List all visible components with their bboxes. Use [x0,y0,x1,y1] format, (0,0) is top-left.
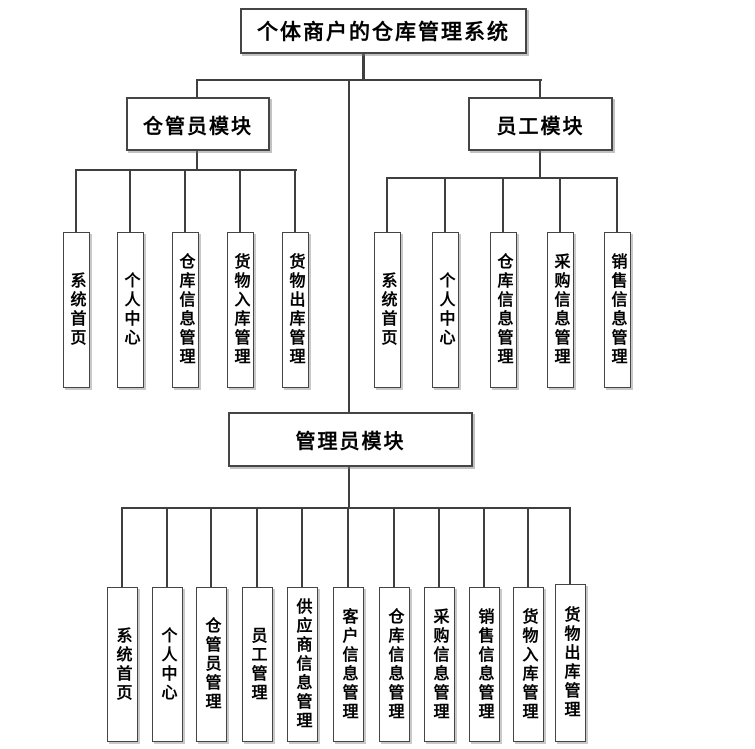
leaf-node-label: 仓库信息管理 [385,607,405,722]
leaf-node-label: 仓库信息管理 [494,253,514,367]
connector-line [616,177,618,232]
leaf-node: 货物出库管理 [282,232,309,388]
leaf-node: 货物入库管理 [513,587,544,742]
connector-line [348,467,350,507]
leaf-node: 供应商信息管理 [287,587,318,742]
leaf-node: 仓库信息管理 [172,232,199,388]
connector-line [348,79,350,412]
connector-line [483,507,485,587]
connector-line [239,169,241,232]
connector-line [527,507,529,587]
root-node: 个体商户的仓库管理系统 [240,8,527,54]
leaf-node: 客户信息管理 [333,587,364,742]
connector-line [362,54,365,79]
connector-line [196,79,198,97]
connector-line [539,151,541,177]
leaf-node: 货物入库管理 [227,232,254,388]
leaf-node: 采购信息管理 [424,587,455,742]
leaf-node-label: 系统首页 [113,626,133,703]
leaf-node: 系统首页 [63,232,90,388]
leaf-node-label: 供应商信息管理 [293,598,313,731]
leaf-node-label: 系统首页 [67,272,87,348]
module-node-label: 仓管员模块 [143,113,253,138]
leaf-node-label: 个人中心 [158,626,178,703]
leaf-node: 仓库信息管理 [490,232,517,388]
connector-line [438,507,440,587]
leaf-node: 销售信息管理 [604,232,631,388]
module-node-employee: 员工模块 [468,97,613,151]
leaf-node: 销售信息管理 [469,587,500,742]
leaf-node-label: 员工管理 [248,626,268,703]
leaf-node-label: 货物入库管理 [231,253,251,367]
root-node-label: 个体商户的仓库管理系统 [257,20,510,44]
leaf-node: 货物出库管理 [555,584,586,742]
connector-line [393,507,395,587]
connector-line [301,507,303,587]
leaf-node-label: 货物出库管理 [561,606,581,720]
connector-line [294,169,296,232]
module-node-label: 员工模块 [496,113,585,138]
connector-line [256,507,258,587]
connector-line [196,79,542,81]
module-node-warehouse-keeper: 仓管员模块 [126,97,270,151]
connector-line [121,507,571,509]
connector-line [444,177,446,232]
connector-line [75,169,77,232]
leaf-node: 个人中心 [117,232,144,388]
connector-line [121,507,123,587]
leaf-node-label: 货物入库管理 [519,607,539,722]
leaf-node: 采购信息管理 [547,232,574,388]
leaf-node: 员工管理 [242,587,273,742]
connector-line [569,507,571,587]
leaf-node-label: 货物出库管理 [286,253,306,367]
connector-line [129,169,131,232]
leaf-node-label: 仓库信息管理 [176,253,196,367]
connector-line [210,507,212,587]
connector-line [539,79,541,97]
leaf-node: 系统首页 [107,587,138,742]
leaf-node-label: 销售信息管理 [608,253,628,367]
leaf-node: 个人中心 [152,587,183,742]
leaf-node-label: 采购信息管理 [430,607,450,722]
connector-line [502,177,504,232]
leaf-node: 个人中心 [432,232,459,388]
leaf-node: 系统首页 [374,232,401,388]
leaf-node: 仓管员管理 [196,587,227,742]
leaf-node-label: 系统首页 [378,272,398,348]
leaf-node-label: 个人中心 [121,272,141,348]
connector-line [196,151,198,169]
connector-line [166,507,168,587]
connector-line [559,177,561,232]
module-node-label: 管理员模块 [295,429,406,453]
module-node-admin: 管理员模块 [228,412,473,467]
connector-line [347,507,349,587]
leaf-node-label: 采购信息管理 [551,253,571,367]
connector-line [184,169,186,232]
connector-line [386,177,388,232]
leaf-node: 仓库信息管理 [379,587,410,742]
leaf-node-label: 客户信息管理 [339,607,359,722]
leaf-node-label: 个人中心 [436,272,456,348]
leaf-node-label: 仓管员管理 [202,617,222,712]
connector-line [75,169,297,171]
leaf-node-label: 销售信息管理 [475,607,495,722]
